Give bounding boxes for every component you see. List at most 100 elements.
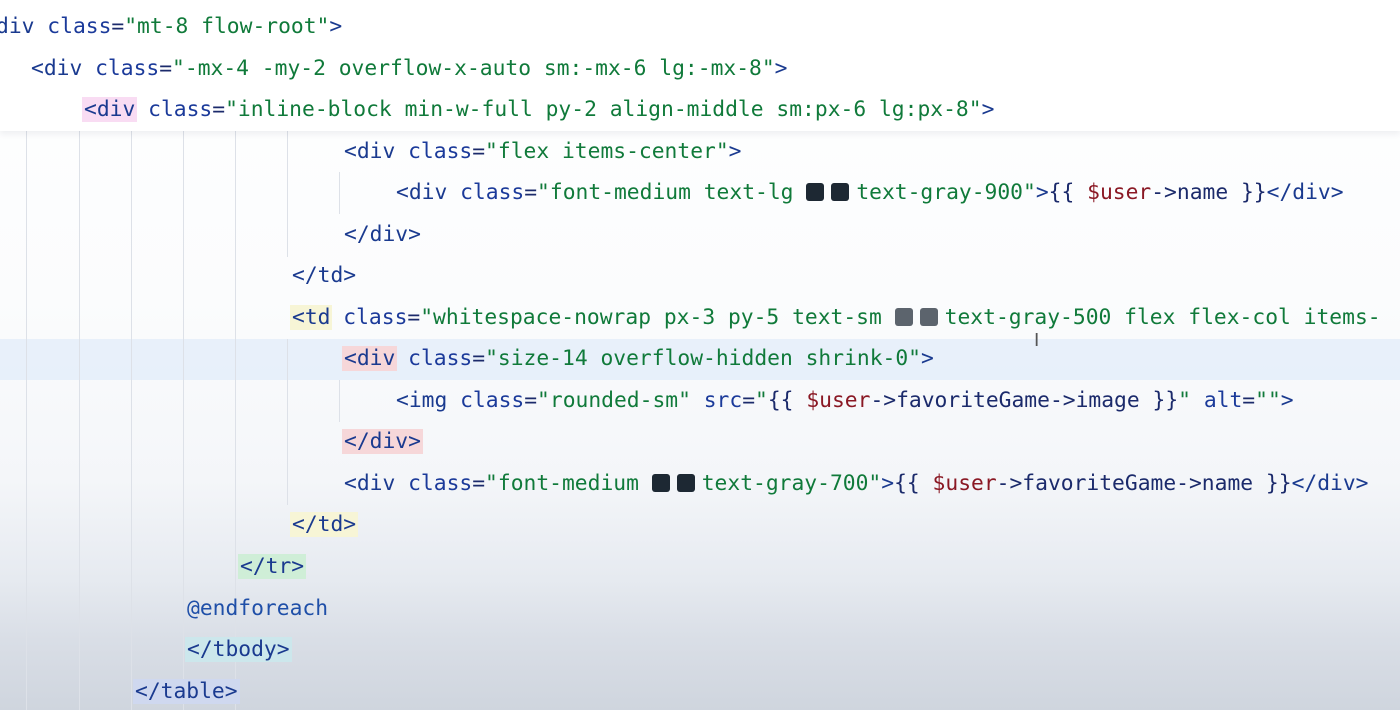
code-token: </tr> [238,554,307,579]
color-swatch-icon [806,183,825,201]
code-token: ->favoriteGame->image }} [870,388,1179,413]
code-line-2[interactable]: <div class="-mx-4 -my-2 overflow-x-auto … [31,48,788,90]
code-token: </div> [1266,180,1344,205]
code-token: <div [31,56,96,81]
code-token: {{ [894,471,933,496]
code-token: > [921,346,934,371]
code-token: class [460,180,525,205]
indent-guide [183,131,184,710]
code-token: {{ [767,388,807,413]
code-token: = [472,346,486,371]
sticky-scroll-header [0,0,1400,131]
code-token: "rounded-sm" [537,388,704,413]
code-token: > [329,14,343,39]
color-swatch-icon [919,308,938,326]
code-token: "" [1255,388,1281,413]
code-line-4[interactable]: <div class="flex items-center"> [344,131,742,173]
indent-guide [287,339,288,505]
text-cursor-icon: I [1034,330,1040,351]
code-token: " [755,388,768,413]
code-token: class [135,97,213,122]
code-token: <div [396,180,461,205]
indent-guide [131,131,132,710]
code-line-6[interactable]: </div> [344,214,421,256]
code-token: </div> [342,429,423,454]
code-token: class [408,471,473,496]
code-token: "font-medium [485,471,652,496]
code-line-7[interactable]: </td> [292,255,356,297]
code-line-9[interactable]: <div class="size-14 overflow-hidden shri… [342,338,934,380]
code-line-1[interactable]: div class="mt-8 flow-root"> [0,6,342,48]
code-token: alt [1203,388,1243,413]
code-line-17[interactable]: </table> [133,671,240,710]
code-token: > [774,56,788,81]
code-token: "-mx-4 -my-2 overflow-x-auto sm:-mx-6 lg… [172,56,775,81]
code-token: "mt-8 flow-root" [124,14,330,39]
code-line-5[interactable]: <div class="font-medium text-lg text-gra… [396,172,1344,214]
code-token: class [95,56,160,81]
code-token: = [524,388,538,413]
code-token: = [742,388,756,413]
code-token: = [407,305,421,330]
code-token: ->name }} [1151,180,1267,205]
code-token: > [881,471,895,496]
code-token: "flex items-center" [485,139,729,164]
code-token: class [330,305,408,330]
code-token: $user [806,388,871,413]
code-token: = [212,97,226,122]
indent-guide [79,131,80,710]
code-token: $user [1087,180,1152,205]
code-token: text-gray-900" [856,180,1036,205]
current-line-highlight [0,339,1400,380]
code-token: "whitespace-nowrap px-3 py-5 text-sm [420,305,895,330]
code-token: = [472,139,486,164]
code-line-16[interactable]: </tbody> [185,629,292,671]
code-token: = [1242,388,1256,413]
code-token: <div [82,97,138,122]
code-line-14[interactable]: </tr> [238,546,307,588]
indent-guide [339,380,340,422]
code-token: <div [344,139,409,164]
code-token: </td> [290,512,359,537]
code-line-15[interactable]: @endforeach [187,588,328,630]
indent-guide [26,131,27,710]
code-line-12[interactable]: <div class="font-medium text-gray-700">{… [344,463,1369,505]
code-token: > [981,97,995,122]
code-token: div [0,14,48,39]
code-token: $user [932,471,997,496]
code-token: class [47,14,112,39]
code-line-11[interactable]: </div> [342,421,423,463]
code-token: = [111,14,125,39]
indent-guide [339,172,340,214]
code-token: </div> [344,222,421,247]
code-token: <td [290,305,333,330]
code-token: > [728,139,742,164]
code-token: class [460,388,525,413]
color-swatch-icon [676,474,695,492]
code-token: </table> [133,679,240,704]
color-swatch-icon [651,474,670,492]
code-token: ->favoriteGame->name }} [996,471,1292,496]
code-token: > [1035,180,1049,205]
code-token: text-gray-500 flex flex-col items- [944,305,1381,330]
indent-guide [235,131,236,710]
code-token: text-gray-700" [701,471,882,496]
color-swatch-icon [831,183,850,201]
code-token: = [524,180,538,205]
code-token: = [159,56,173,81]
color-swatch-icon [894,308,913,326]
code-token: </td> [292,263,357,288]
code-line-3[interactable]: <div class="inline-block min-w-full py-2… [82,89,995,131]
code-token: <div [342,346,398,371]
code-line-10[interactable]: <img class="rounded-sm" src="{{ $user->f… [396,380,1294,422]
code-token: {{ [1048,180,1088,205]
indent-guide [287,131,288,257]
code-token: = [472,471,486,496]
code-token: </div> [1291,471,1369,496]
code-line-8[interactable]: <td class="whitespace-nowrap px-3 py-5 t… [290,297,1381,339]
code-token: "inline-block min-w-full py-2 align-midd… [225,97,982,122]
code-token: src [703,388,743,413]
code-line-13[interactable]: </td> [290,504,359,546]
code-token: @endforeach [187,596,329,621]
